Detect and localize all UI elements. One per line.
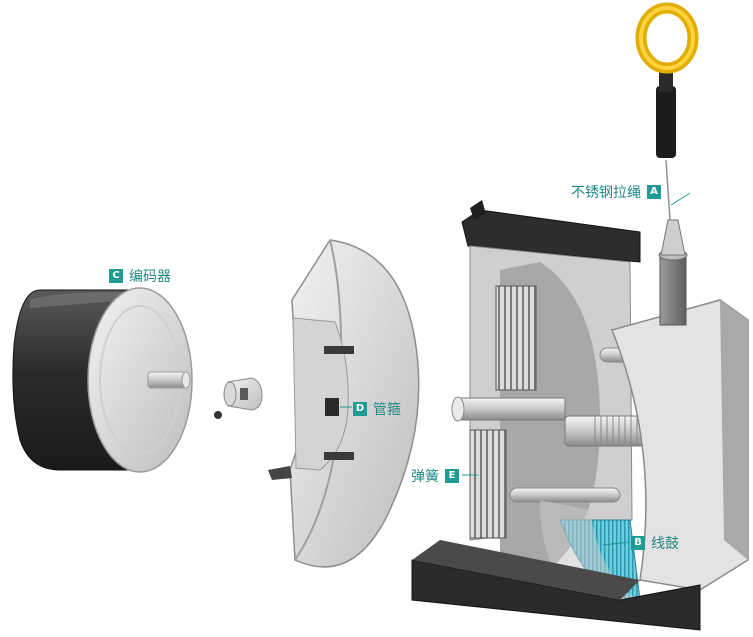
callout-encoder: C 编码器 <box>109 266 171 286</box>
housing <box>411 200 749 631</box>
label-spring: 弹簧 <box>411 469 439 485</box>
coupling <box>214 377 263 419</box>
label-stainless-wire: 不锈钢拉绳 <box>571 185 641 201</box>
badge-e: E <box>445 469 459 483</box>
callout-stainless-wire: 不锈钢拉绳 A <box>571 182 661 202</box>
label-clamp: 管箍 <box>373 402 401 418</box>
callout-drum: B 线鼓 <box>631 533 679 553</box>
badge-a: A <box>647 185 661 199</box>
callout-spring: 弹簧 E <box>411 466 459 486</box>
encoder <box>12 287 193 473</box>
pull-wire <box>635 2 699 221</box>
label-encoder: 编码器 <box>129 269 171 285</box>
cover-disc <box>268 239 420 568</box>
badge-c: C <box>109 269 123 283</box>
leader-lines <box>340 192 691 546</box>
badge-d: D <box>353 402 367 416</box>
badge-b: B <box>631 536 645 550</box>
callout-clamp: D 管箍 <box>353 399 401 419</box>
label-drum: 线鼓 <box>651 536 679 552</box>
